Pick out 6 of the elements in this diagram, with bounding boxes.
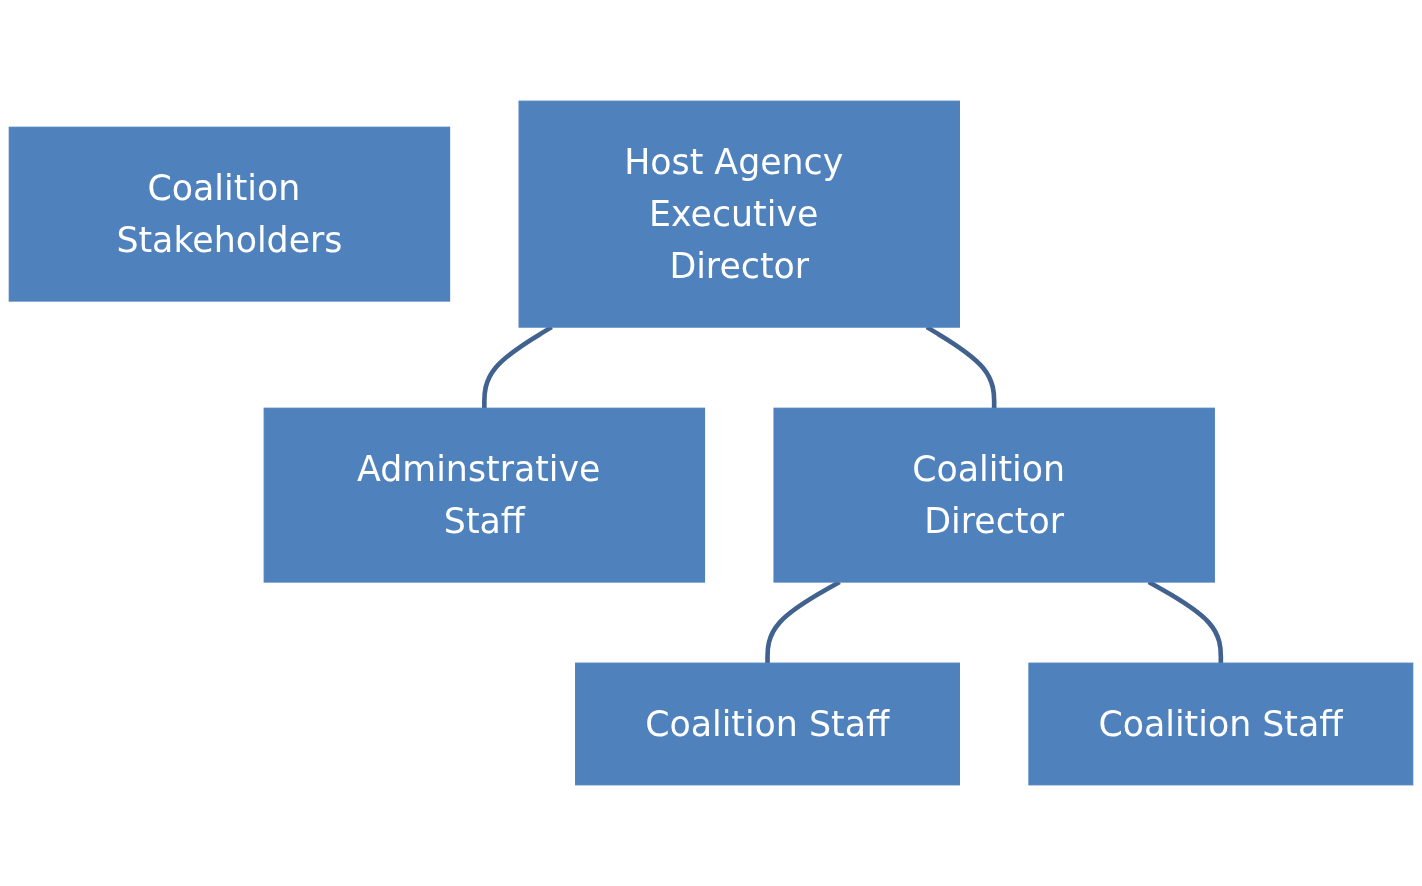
node-box: Host Agency Executive Director (518, 100, 960, 328)
node-box: Adminstrative Staff (263, 407, 706, 583)
node-box: Coalition Director (773, 407, 1215, 583)
node-box: Coalition Stakeholders (8, 126, 451, 302)
node-box: Coalition Staff (1028, 662, 1414, 786)
node-box: Coalition Staff (575, 662, 960, 786)
